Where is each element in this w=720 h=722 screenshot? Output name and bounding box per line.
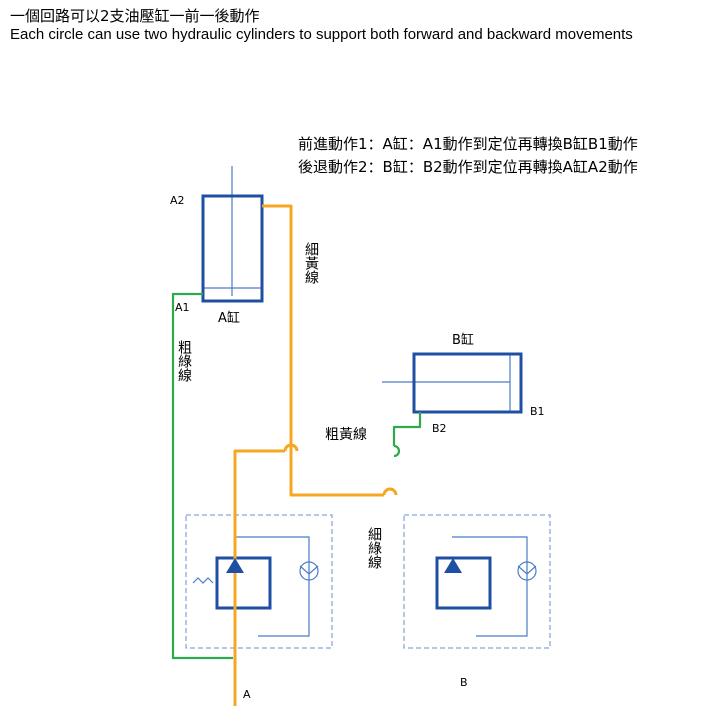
green-lines <box>171 292 422 660</box>
cylinder-b-label: B缸 <box>452 332 474 348</box>
check-valve-icon <box>299 561 319 581</box>
crossover-arc <box>382 487 398 496</box>
port-a1-label: A1 <box>175 301 190 314</box>
orange-lines <box>233 204 398 706</box>
header: 一個回路可以2支油壓缸一前一後動作 Each circle can use tw… <box>10 6 710 44</box>
flow-arrow-icon <box>226 558 244 573</box>
port-a2-label: A2 <box>170 194 185 207</box>
valve-a <box>192 536 319 637</box>
cylinder-a-label: A缸 <box>218 310 240 326</box>
spring-icon <box>192 577 214 584</box>
thick-yellow-label: 粗黃線 <box>325 427 367 443</box>
thick-yellow-line <box>233 449 285 706</box>
crossover-arc <box>393 444 401 458</box>
valve-box-a <box>185 514 333 649</box>
title-chinese: 一個回路可以2支油壓缸一前一後動作 <box>10 7 260 25</box>
thick-green-line <box>171 292 233 660</box>
title-english: Each circle can use two hydraulic cylind… <box>10 26 633 43</box>
note-backward: 後退動作2：B缸：B2動作到定位再轉換A缸A2動作 <box>298 158 638 176</box>
valve-b <box>435 536 537 637</box>
flow-arrow-icon <box>444 558 462 573</box>
cylinder-b <box>382 352 523 414</box>
thin-green-label: 細綠線 <box>366 527 382 569</box>
check-valve-icon <box>517 561 537 581</box>
inlet-b-label: B <box>460 676 468 689</box>
note-forward: 前進動作1：A缸：A1動作到定位再轉換B缸B1動作 <box>298 135 638 153</box>
port-b2-label: B2 <box>432 422 447 435</box>
thin-yellow-label: 細黃線 <box>303 242 319 284</box>
cylinder-a <box>201 166 264 303</box>
thin-yellow-line <box>262 204 384 497</box>
thick-green-label: 粗綠線 <box>176 340 192 382</box>
inlet-a-label: A <box>243 688 251 701</box>
port-b1-label: B1 <box>530 405 545 418</box>
thin-green-line <box>392 412 422 446</box>
valve-box-b <box>403 514 551 649</box>
